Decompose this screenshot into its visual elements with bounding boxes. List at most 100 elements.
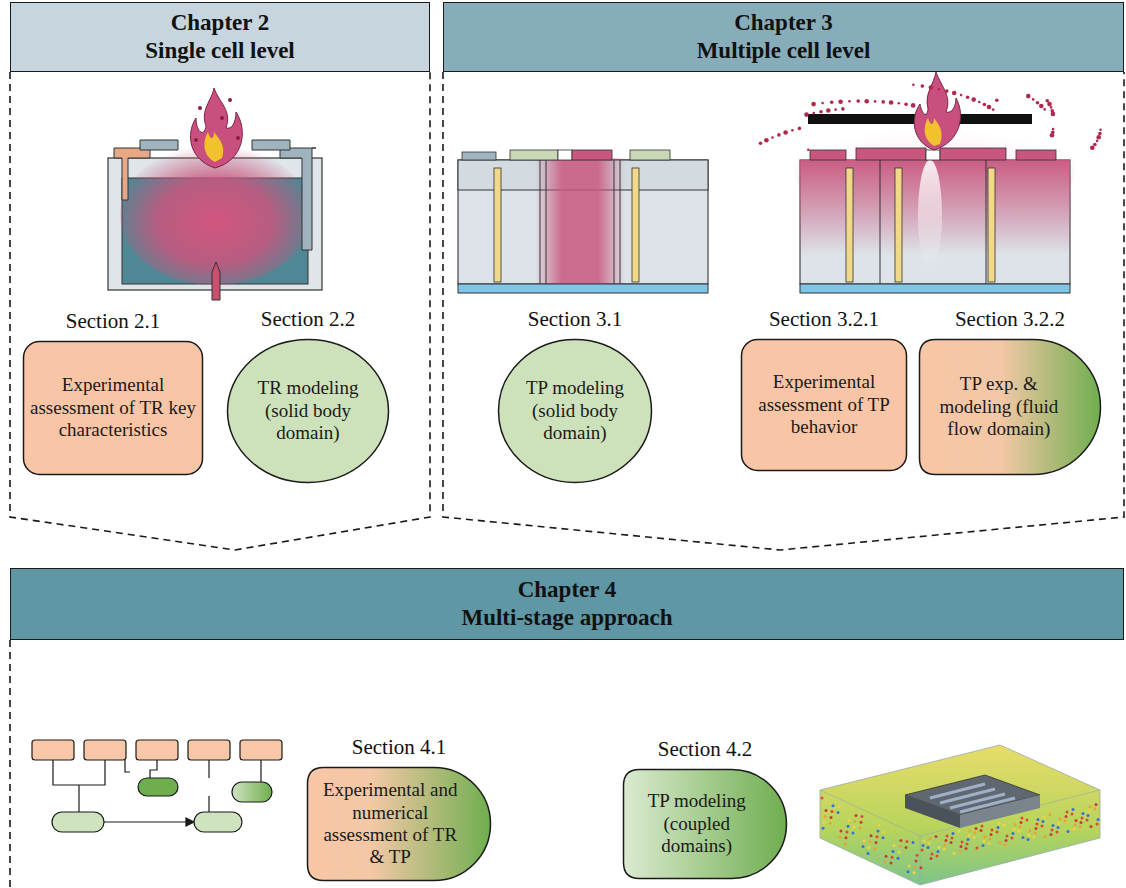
module-venting-illustration-part-part	[841, 107, 845, 111]
cell-illustration-part-part	[228, 98, 232, 102]
module-propagation-illustration-part	[462, 152, 496, 160]
module-venting-illustration-part-part	[1026, 94, 1031, 99]
simulation-render-part-part	[960, 798, 1015, 812]
section-number: Section 3.2.1	[769, 307, 879, 332]
simulation-render-part-part	[1028, 834, 1031, 837]
module-venting-illustration-part-part	[971, 97, 976, 102]
module-propagation-illustration-part	[630, 150, 670, 160]
module-propagation-illustration-part	[572, 150, 612, 160]
module-propagation-illustration-part	[535, 158, 625, 292]
module-venting-illustration-part-part	[1090, 146, 1095, 151]
module-venting-illustration-part	[895, 168, 902, 282]
simulation-render-part-part	[844, 842, 847, 845]
module-venting-illustration-part-part	[864, 99, 869, 104]
simulation-render-part-part	[944, 843, 947, 846]
simulation-render-part-part	[982, 844, 985, 847]
simulation-render-part-part	[991, 829, 994, 832]
module-venting-illustration-part-part	[812, 112, 815, 115]
section-number: Section 3.1	[528, 307, 623, 332]
module-venting-illustration-part-part	[938, 88, 941, 91]
module-venting-illustration-part	[800, 284, 1070, 293]
dashed-outline-part	[9, 640, 11, 888]
simulation-render-part-part	[1065, 815, 1068, 818]
simulation-render-part-part	[921, 849, 924, 852]
cell-illustration	[108, 88, 322, 300]
simulation-render-part-part	[870, 834, 873, 837]
section-text: TP exp. & modeling (fluid flow domain)	[926, 373, 1072, 440]
simulation-render-part-part	[884, 861, 887, 864]
shape-border	[24, 342, 203, 475]
chapter-title: Single cell level	[145, 37, 294, 65]
simulation-render-part-part	[1051, 829, 1054, 832]
simulation-render-part-part	[823, 821, 826, 824]
module-venting-illustration-part	[926, 150, 940, 160]
simulation-render-part-part	[999, 841, 1002, 844]
module-venting-illustration-part	[914, 72, 960, 150]
module-venting-illustration-part-part	[856, 99, 860, 103]
section-text: TP modeling (coupled domains)	[630, 790, 763, 857]
simulation-render-part-part	[1036, 823, 1039, 826]
simulation-render-part-part	[952, 832, 955, 835]
simulation-render-part-part	[1074, 823, 1077, 826]
simulation-render-part-part	[899, 845, 902, 848]
module-propagation-illustration-part	[614, 160, 615, 284]
module-venting-illustration-part-part	[1039, 104, 1044, 109]
module-venting-illustration-part-part	[1046, 99, 1050, 103]
simulation-render-part-part	[946, 835, 949, 838]
simulation-render-part-part	[897, 857, 900, 860]
flowchart-sketch-part	[32, 740, 282, 760]
module-venting-illustration-part	[925, 118, 942, 146]
simulation-render-part-part	[877, 830, 880, 833]
module-venting-illustration-part	[880, 160, 881, 284]
simulation-render-part-part	[930, 784, 985, 798]
module-venting-illustration-part	[856, 148, 926, 160]
simulation-render-part-part	[878, 824, 881, 827]
simulation-render-part-part	[1013, 828, 1016, 831]
flowchart-sketch-part-part	[136, 740, 178, 760]
module-venting-illustration-part-part	[921, 84, 925, 88]
section-d-shape: Section 4.2TP modeling (coupled domains)	[622, 768, 788, 880]
module-venting-illustration-part-part	[807, 149, 810, 152]
module-venting-illustration-part	[988, 168, 995, 282]
module-venting-illustration-part-part	[777, 133, 781, 137]
simulation-render-part-part	[1096, 823, 1099, 826]
simulation-render-part-part	[860, 821, 863, 824]
simulation-render-part-part	[861, 815, 864, 818]
cell-illustration-part	[190, 88, 242, 168]
section-number: Section 2.1	[66, 309, 161, 334]
shape-border	[499, 340, 652, 483]
module-propagation-illustration-part	[540, 160, 541, 284]
module-venting-illustration-part-part	[804, 112, 809, 117]
flowchart-sketch	[32, 740, 282, 832]
simulation-render-part-part	[950, 841, 953, 844]
simulation-render-part-part	[859, 827, 862, 830]
simulation-render-part-part	[1029, 829, 1032, 832]
flowchart-sketch-part-part	[125, 760, 130, 772]
module-venting-illustration-part-part	[1096, 140, 1099, 143]
module-venting-illustration-part-part	[1052, 128, 1055, 131]
simulation-render-part-part	[961, 841, 964, 844]
simulation-render-part-part	[1080, 821, 1083, 824]
section-description: Experimental and numerical assessment of…	[314, 772, 466, 876]
simulation-render-part-part	[950, 794, 1005, 808]
module-venting-illustration-part-part	[904, 103, 908, 107]
simulation-render-part-part	[996, 831, 999, 834]
module-venting-illustration-part	[800, 160, 1070, 284]
simulation-render-part-part	[1014, 823, 1017, 826]
simulation-render-part-part	[898, 851, 901, 854]
simulation-render-part-part	[989, 837, 992, 840]
section-text: Experimental and numerical assessment of…	[314, 779, 466, 869]
flowchart-sketch-part-part	[32, 740, 74, 760]
simulation-render-part-part	[1005, 839, 1008, 842]
module-venting-illustration-part-part	[798, 127, 802, 131]
simulation-render-part-part	[983, 840, 986, 843]
section-circle: Section 3.1TP modeling (solid body domai…	[497, 338, 653, 484]
simulation-render-part-part	[824, 815, 827, 818]
module-venting-illustration-part-part	[764, 138, 769, 143]
module-propagation-illustration-part	[620, 160, 621, 284]
simulation-render-part-part	[912, 841, 915, 844]
module-venting-illustration-part	[846, 168, 853, 282]
simulation-render-part-part	[867, 852, 870, 855]
simulation-render-part-part	[927, 846, 930, 849]
